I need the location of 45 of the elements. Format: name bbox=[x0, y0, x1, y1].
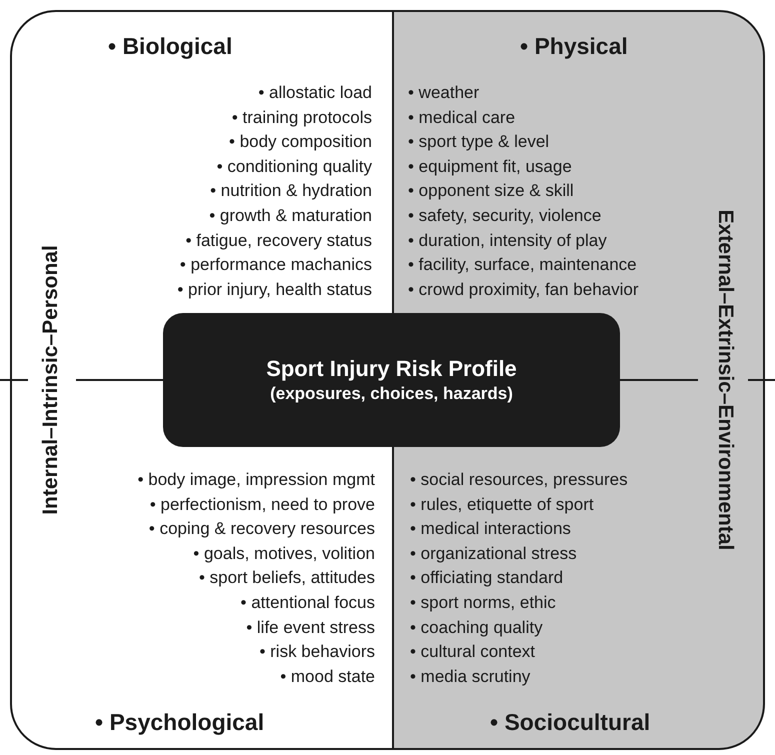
list-item: • life event stress bbox=[246, 618, 375, 638]
quadrant-heading: • Physical bbox=[520, 32, 628, 60]
list-item: • conditioning quality bbox=[216, 156, 372, 177]
list-item: • body image, impression mgmt bbox=[138, 470, 375, 490]
list-item: • sport norms, ethic bbox=[410, 593, 556, 613]
quadrant-heading: • Psychological bbox=[95, 708, 264, 736]
list-item: • safety, security, violence bbox=[408, 206, 602, 226]
center-subtitle: (exposures, choices, hazards) bbox=[270, 383, 513, 405]
list-item: • performance machanics bbox=[180, 255, 372, 276]
quadrant-heading: • Sociocultural bbox=[490, 708, 650, 736]
list-item: • mood state bbox=[280, 666, 375, 687]
list-item: • crowd proximity, fan behavior bbox=[408, 280, 639, 300]
list-item: • media scrutiny bbox=[410, 666, 530, 687]
center-box bbox=[163, 313, 620, 447]
quadrant-heading: • Biological bbox=[108, 32, 232, 60]
list-item: • training protocols bbox=[232, 108, 372, 128]
list-item: • medical care bbox=[408, 108, 516, 128]
list-item: • rules, etiquette of sport bbox=[410, 494, 594, 515]
list-item: • fatigue, recovery status bbox=[186, 230, 372, 251]
list-item: • coping & recovery resources bbox=[148, 519, 375, 540]
list-item: • social resources, pressures bbox=[410, 470, 628, 490]
list-item: • officiating standard bbox=[410, 568, 564, 588]
list-item: • growth & maturation bbox=[209, 206, 372, 226]
list-item: • equipment fit, usage bbox=[408, 156, 572, 177]
list-item: • nutrition & hydration bbox=[210, 181, 372, 202]
list-item: • goals, motives, volition bbox=[193, 544, 375, 564]
list-item: • duration, intensity of play bbox=[408, 230, 607, 251]
list-item: • facility, surface, maintenance bbox=[408, 255, 637, 276]
center-title: Sport Injury Risk Profile bbox=[266, 355, 517, 383]
list-item: • risk behaviors bbox=[259, 642, 375, 662]
list-item: • prior injury, health status bbox=[177, 280, 372, 300]
list-item: • sport type & level bbox=[408, 132, 550, 152]
list-item: • weather bbox=[408, 83, 480, 103]
list-item: • coaching quality bbox=[410, 618, 543, 638]
list-item: • attentional focus bbox=[240, 593, 375, 613]
list-item: • medical interactions bbox=[410, 519, 571, 540]
list-item: • perfectionism, need to prove bbox=[150, 494, 375, 515]
list-item: • sport beliefs, attitudes bbox=[198, 568, 375, 588]
list-item: • organizational stress bbox=[410, 544, 577, 564]
list-item: • body composition bbox=[229, 132, 372, 152]
list-item: • allostatic load bbox=[258, 83, 372, 103]
axis-label: External–Extrinsic–Environmental bbox=[713, 210, 738, 550]
list-item: • cultural context bbox=[410, 642, 536, 662]
list-item: • opponent size & skill bbox=[408, 181, 574, 202]
axis-label: Internal–Intrinsic–Personal bbox=[38, 245, 63, 515]
